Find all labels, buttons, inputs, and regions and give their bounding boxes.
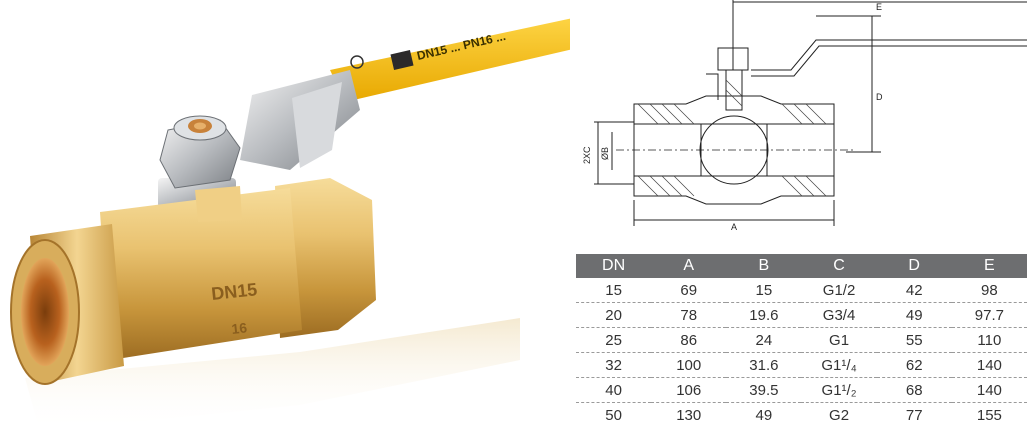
cell: 19.6 <box>726 302 802 328</box>
cell: 49 <box>876 302 952 328</box>
table-row: 20 78 19.6 G3/4 49 97.7 <box>576 302 1027 328</box>
table-row: 25 86 24 G1 55 110 <box>576 327 1027 353</box>
cell: 77 <box>905 406 923 424</box>
cell: 39.5 <box>726 377 802 403</box>
technical-drawing: E D 2XC ØB A <box>582 0 1027 232</box>
header-c: C <box>801 254 877 278</box>
cell: 130 <box>676 406 702 424</box>
table-row: 50 130 49 G2 77 155 <box>576 403 1027 428</box>
body-mark-size: DN15 <box>210 279 258 304</box>
cell: 106 <box>651 377 727 403</box>
cell: 110 <box>951 327 1027 353</box>
cell: 40 <box>576 377 652 403</box>
cell: 69 <box>651 278 727 303</box>
label-a: A <box>731 222 737 232</box>
cell: 86 <box>651 327 727 353</box>
cell: 15 <box>726 278 802 303</box>
cell: G1 <box>801 327 877 353</box>
spec-table: DN A B C D E 15 69 15 G1/2 42 98 20 78 1… <box>576 254 1027 427</box>
cell: G1¹/₂ <box>801 377 877 403</box>
cell: 55 <box>876 327 952 353</box>
cell: 140 <box>951 352 1027 378</box>
cell: 50 <box>605 406 622 424</box>
cell: 32 <box>576 352 652 378</box>
cell: G1¹/₄ <box>801 352 877 378</box>
cell: 20 <box>576 302 652 328</box>
cell: 49 <box>755 406 773 424</box>
cell: 25 <box>576 327 652 353</box>
cell: 24 <box>726 327 802 353</box>
table-row: 40 106 39.5 G1¹/₂ 68 140 <box>576 377 1027 403</box>
table-row: 32 100 31.6 G1¹/₄ 62 140 <box>576 352 1027 378</box>
reflection <box>25 318 520 432</box>
cell: 98 <box>951 278 1027 303</box>
cell: 15 <box>576 278 652 303</box>
label-2xc: 2XC <box>582 146 592 164</box>
handle: DN15 ... PN16 ... <box>240 18 570 170</box>
cell: G1/2 <box>801 278 877 303</box>
table-row: 15 69 15 G1/2 42 98 <box>576 278 1027 303</box>
cell: G2 <box>829 406 850 424</box>
cell: 100 <box>651 352 727 378</box>
label-d: D <box>876 92 883 102</box>
body-mark-pressure: 16 <box>231 319 248 337</box>
label-e: E <box>876 2 882 12</box>
header-e: E <box>951 254 1027 278</box>
header-b: B <box>726 254 802 278</box>
header-d: D <box>876 254 952 278</box>
header-row: DN A B C D E <box>576 254 1027 278</box>
cell: 97.7 <box>951 302 1027 328</box>
header-a: A <box>651 254 727 278</box>
cell: G3/4 <box>801 302 877 328</box>
cell: 78 <box>651 302 727 328</box>
cell: 155 <box>976 406 1002 424</box>
cell: 42 <box>876 278 952 303</box>
header-dn: DN <box>576 254 652 278</box>
label-b: ØB <box>600 147 610 160</box>
cell: 140 <box>951 377 1027 403</box>
valve-photo: DN15 ... PN16 ... DN15 16 <box>10 18 570 432</box>
cell: 68 <box>876 377 952 403</box>
cell: 62 <box>876 352 952 378</box>
cell: 31.6 <box>726 352 802 378</box>
valve-body: DN15 16 <box>10 178 376 385</box>
